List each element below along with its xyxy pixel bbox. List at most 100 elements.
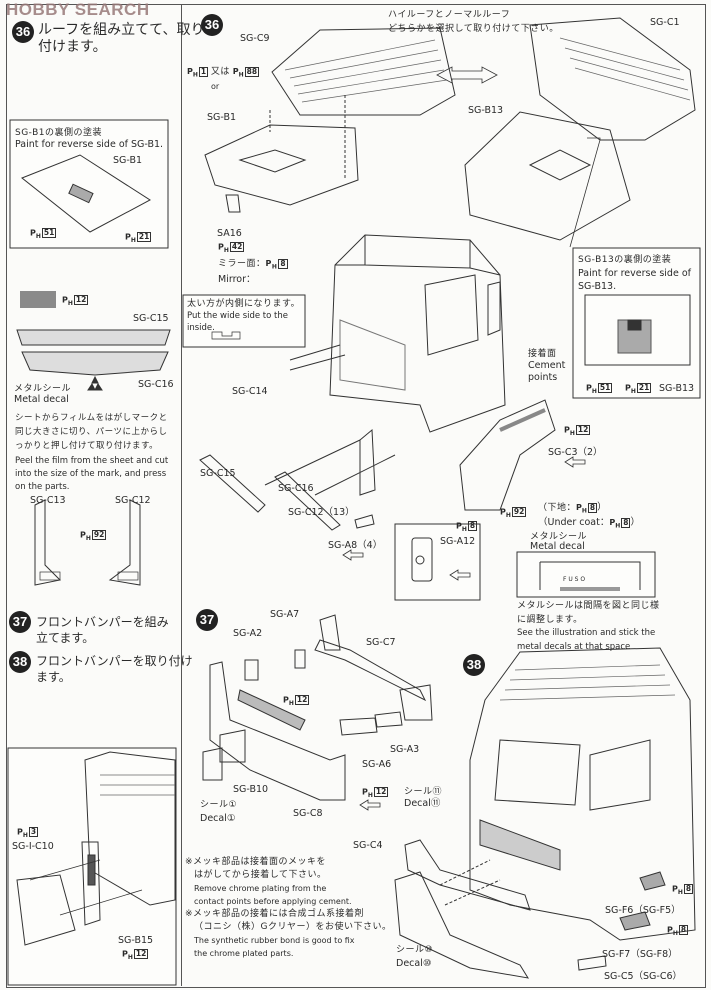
- step-37-badge-left: 37: [9, 611, 31, 633]
- label-sg-c16: SG-C16: [278, 483, 314, 494]
- roof-sg-c1: [529, 17, 696, 141]
- label-sg-f7: SG-F7（SG-F8）: [602, 949, 678, 960]
- step-37-instruction: フロントバンパーを組み立てます。: [36, 615, 169, 645]
- label-sg-f6: SG-F6（SG-F5）: [605, 905, 681, 916]
- inset-box-sg-a12: [394, 523, 481, 601]
- label-sg-a3: SG-A3: [390, 744, 420, 755]
- mirror-stay-sg-c12: [359, 428, 376, 496]
- decal-spacing-note: メタルシールは間隔を図と同じ様に調整します。See the illustrati…: [517, 601, 660, 652]
- roof-sg-c9: [271, 27, 456, 116]
- label-sg-a2: SG-A2: [233, 628, 263, 639]
- label-sg-c16-left: SG-C16: [138, 379, 174, 390]
- label-sg-b10: SG-B10: [233, 784, 269, 795]
- decal-en: Metal decal: [530, 541, 585, 552]
- step-sg-c5: [577, 955, 607, 971]
- b13-box-title-jp: SG-B13の裏側の塗装: [578, 255, 672, 265]
- roof-base-sg-b1: [204, 124, 359, 206]
- mitsubishi-mark: [87, 375, 103, 391]
- step-sg-f7: [619, 911, 651, 931]
- label-sg-c12-13: SG-C12（13）: [288, 507, 355, 518]
- label-sg-c5: SG-C5（SG-C6）: [604, 971, 682, 982]
- label-sg-a12: SG-A12: [440, 536, 476, 547]
- grille-c16-detail: [21, 351, 169, 376]
- label-sg-c14: SG-C14: [232, 386, 268, 397]
- grille-sg-c15: [199, 454, 266, 513]
- metal-decal-en: Metal decal: [14, 394, 69, 405]
- fuso-lettering: F U S O: [563, 576, 586, 583]
- b1-box-title-jp: SG-B1の裏側の塗装: [15, 128, 103, 138]
- or-arrow-c3: [564, 456, 586, 468]
- step-sg-f6: [639, 871, 666, 891]
- column-divider: [181, 4, 182, 986]
- label-sg-a6: SG-A6: [362, 759, 392, 770]
- label-sg-c7: SG-C7: [366, 637, 396, 648]
- bumper-38: [394, 871, 530, 979]
- label-sg-i-c10: SG-I-C10: [12, 841, 54, 852]
- decal-jp: メタルシール: [530, 532, 588, 542]
- label-sg-b13-box: SG-B13: [659, 383, 695, 394]
- roof-base-sg-b13: [464, 111, 631, 241]
- paint-swatch: [20, 291, 56, 308]
- label-sg-c15: SG-C15: [200, 468, 236, 479]
- label-sg-c15-left: SG-C15: [133, 313, 169, 324]
- label-sg-c1: SG-C1: [650, 17, 680, 28]
- or-label: or: [211, 82, 220, 91]
- metal-decal-jp: メタルシール: [14, 384, 72, 394]
- or-double-arrow: [436, 66, 498, 84]
- note-box-wide-side: [182, 294, 306, 348]
- step-37-badge: 37: [196, 609, 218, 631]
- label-sa16: SA16: [217, 228, 242, 239]
- mirror-en-label: Mirror：: [218, 274, 256, 285]
- bumper-sg-c4: [404, 839, 531, 911]
- plate-sg-b10: [219, 729, 246, 763]
- stay-sg-c12: [108, 499, 141, 586]
- label-sg-a7: SG-A7: [270, 609, 300, 620]
- step-sg-c3: [459, 399, 556, 511]
- label-sg-a8: SG-A8（4）: [328, 540, 383, 551]
- step-38-badge: 38: [463, 654, 485, 676]
- part-sg-b15: [81, 841, 101, 926]
- page-border: [6, 4, 706, 988]
- bumper-sg-c8: [209, 661, 346, 801]
- label-sg-b1: SG-B1: [207, 112, 237, 123]
- label-sg-c3: SG-C3（2）: [548, 447, 603, 458]
- cab-38: [469, 647, 696, 941]
- label-sg-c9: SG-C9: [240, 33, 270, 44]
- grille-sg-c16: [274, 471, 341, 531]
- decal-1-shape: [202, 747, 223, 781]
- or-arrow-a8: [342, 549, 364, 561]
- label-sg-c12-left: SG-C12: [115, 495, 151, 506]
- frame-sg-c7: [314, 639, 427, 702]
- label-sg-b1-box: SG-B1: [113, 155, 143, 166]
- label-sg-b13: SG-B13: [468, 105, 504, 116]
- label-sg-c8: SG-C8: [293, 808, 323, 819]
- grille-sg-i-c10: [16, 874, 76, 946]
- label-sg-b15: SG-B15: [118, 935, 154, 946]
- step-36-badge-left: 36: [12, 21, 34, 43]
- step-38-instruction: フロントバンパーを取り付けます。: [36, 654, 193, 684]
- step-36-instruction: ルーフを組み立てて、取り付けます。: [38, 22, 205, 55]
- film-instructions-jp: シートからフィルムをはがしマークと同じ大きさに切り、パーツに上からしっかりと押し…: [15, 413, 168, 451]
- roof-choice-note: ハイルーフとノーマルルーフどちらかを選択して取り付けて下さい。: [388, 10, 559, 34]
